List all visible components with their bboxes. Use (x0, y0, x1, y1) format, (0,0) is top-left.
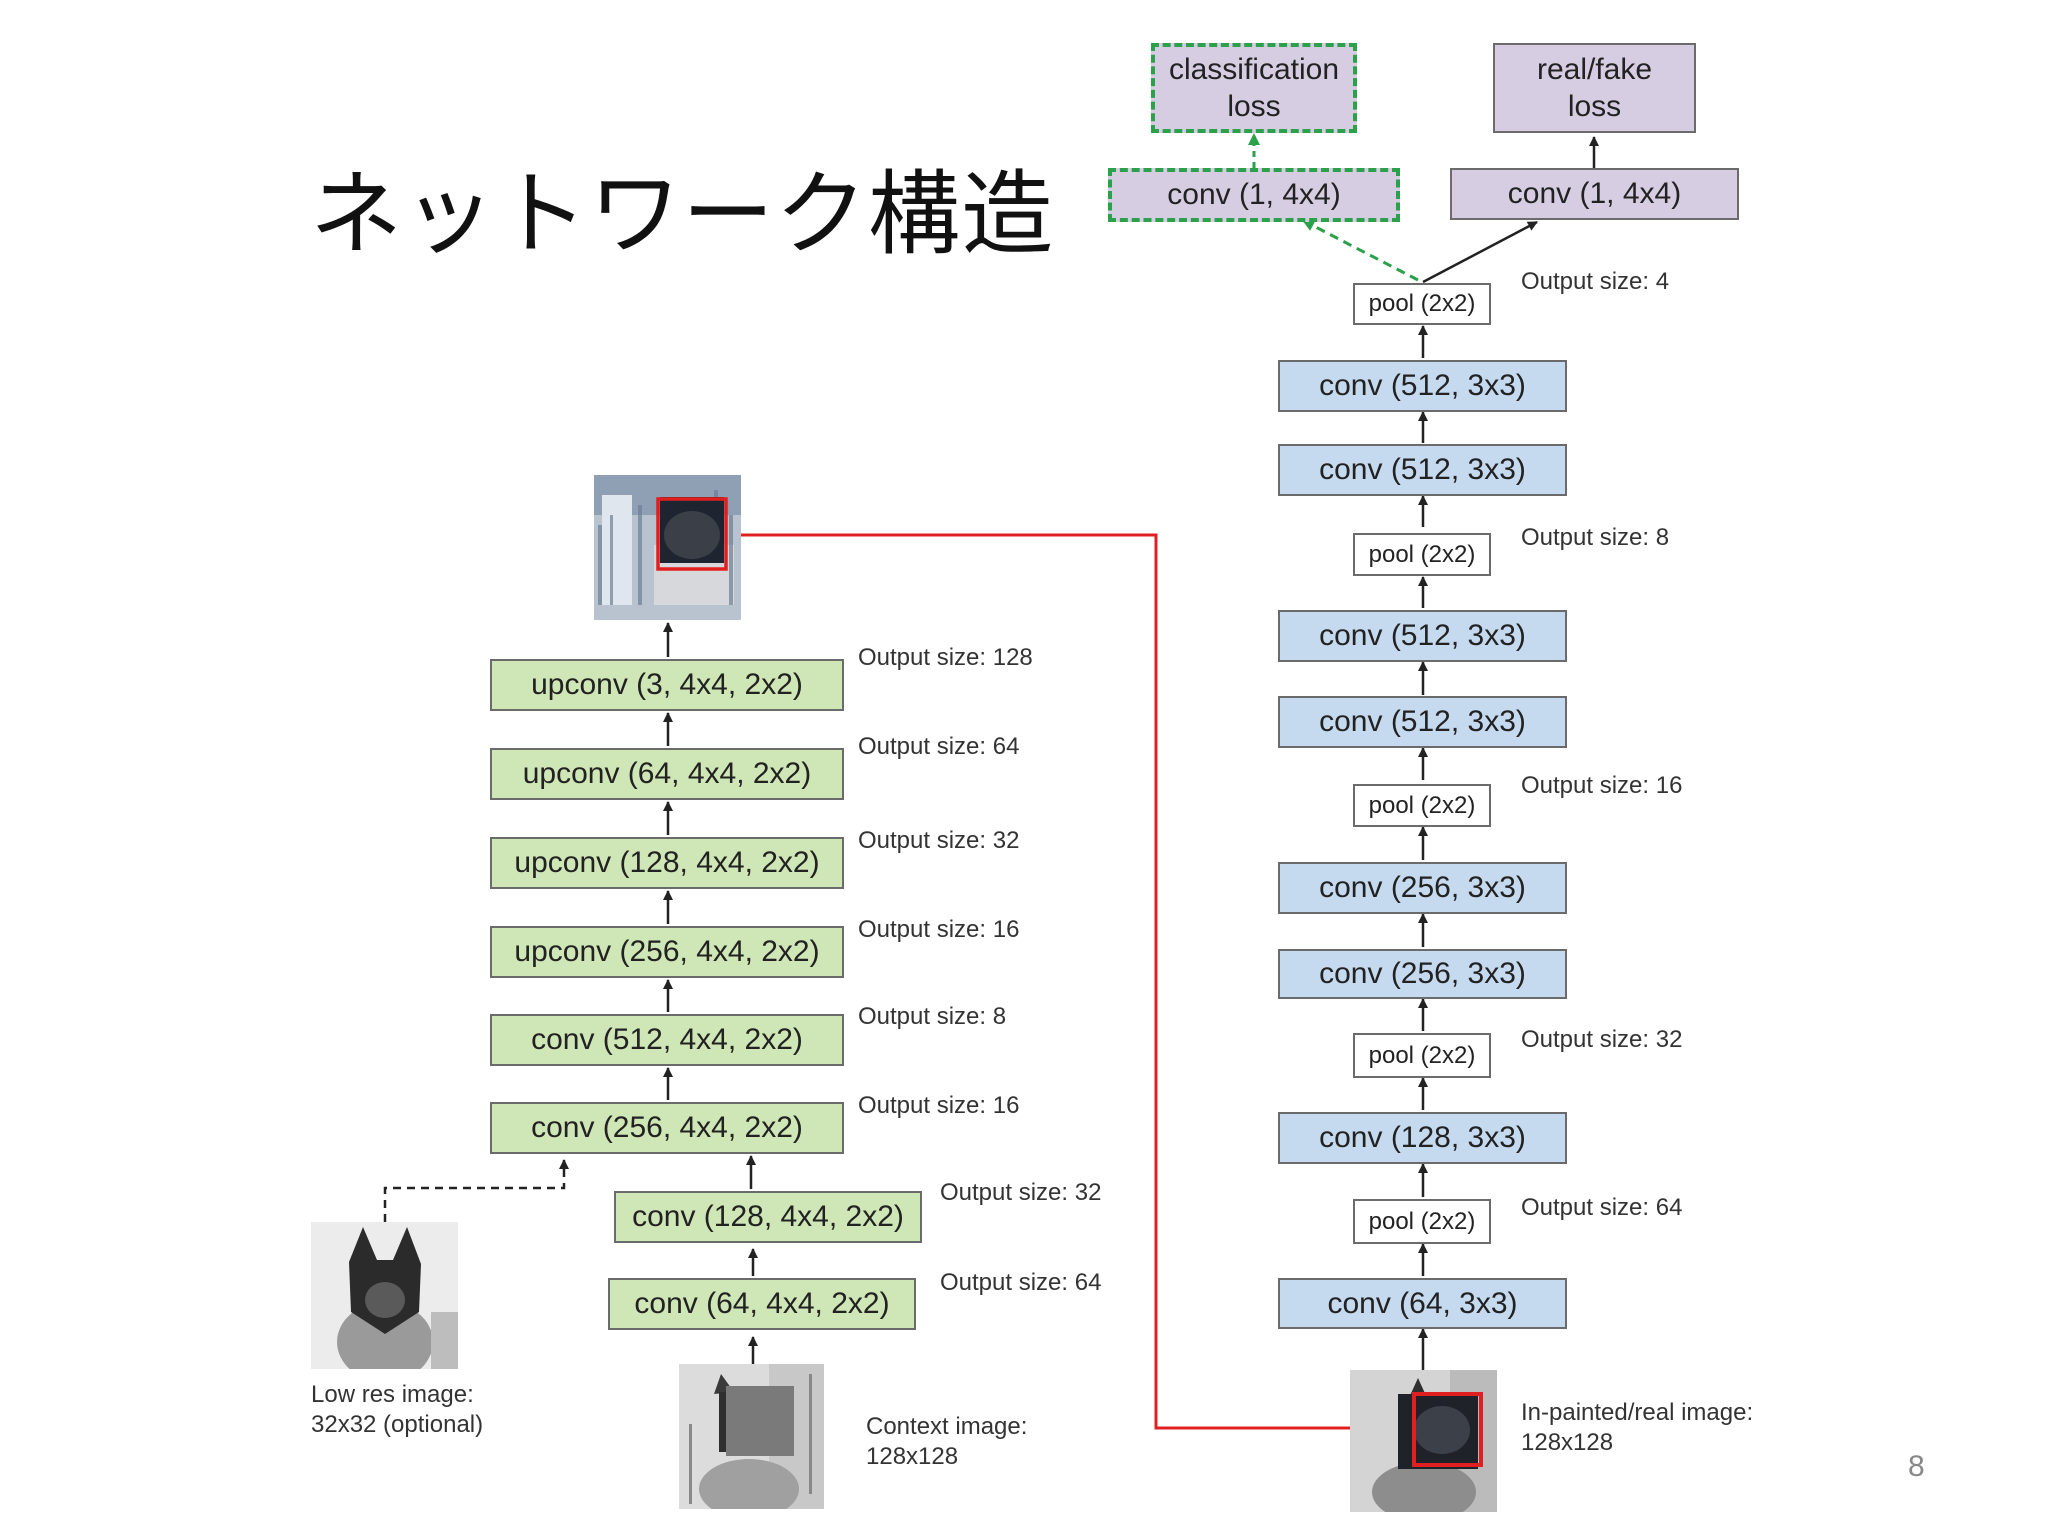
generator-layer-upconv-64: upconv (64, 4x4, 2x2) (490, 748, 844, 800)
discriminator-output-size-label: Output size: 4 (1521, 268, 1670, 295)
generator-layer-conv-128: conv (128, 4x4, 2x2) (614, 1191, 922, 1243)
masked-dog-image-icon (679, 1364, 824, 1509)
low-res-dog-image-icon (311, 1222, 458, 1369)
discriminator-output-size-label: Output size: 64 (1521, 1194, 1683, 1221)
classification-conv-box: conv (1, 4x4) (1108, 168, 1400, 222)
inpainted-image-caption: In-painted/real image: 128x128 (1521, 1398, 1753, 1458)
generated-dog-image-icon (594, 475, 741, 620)
discriminator-conv-512: conv (512, 3x3) (1278, 696, 1567, 748)
generator-layer-conv-512: conv (512, 4x4, 2x2) (490, 1014, 844, 1066)
generator-layer-upconv-128: upconv (128, 4x4, 2x2) (490, 837, 844, 889)
context-image-caption: Context image: 128x128 (866, 1412, 1027, 1472)
caption-line: In-painted/real image: (1521, 1399, 1754, 1426)
generator-output-size-label: Output size: 32 (940, 1179, 1102, 1206)
generator-layer-conv-64: conv (64, 4x4, 2x2) (608, 1278, 916, 1330)
classification-loss-box: classification loss (1151, 43, 1357, 133)
discriminator-conv-512: conv (512, 3x3) (1278, 610, 1567, 662)
discriminator-arrows (1418, 136, 1599, 1370)
caption-line: 128x128 (866, 1443, 959, 1470)
generator-layer-conv-256: conv (256, 4x4, 2x2) (490, 1102, 844, 1154)
generator-output-size-label: Output size: 32 (858, 827, 1020, 854)
classification-path-arrow (1302, 219, 1419, 282)
inpainted-dog-image-icon (1350, 1370, 1497, 1512)
slide-title: ネットワーク構造 (310, 161, 1055, 268)
generator-arrows (663, 622, 758, 1364)
inpainted-image (1350, 1370, 1497, 1512)
realfake-conv-box: conv (1, 4x4) (1450, 168, 1739, 220)
discriminator-conv-64: conv (64, 3x3) (1278, 1278, 1567, 1329)
discriminator-output-size-label: Output size: 16 (1521, 772, 1683, 799)
low-res-image-caption: Low res image: 32x32 (optional) (311, 1380, 483, 1440)
discriminator-conv-256: conv (256, 3x3) (1278, 862, 1567, 914)
generator-output-size-label: Output size: 64 (858, 733, 1020, 760)
discriminator-pool: pool (2x2) (1353, 1199, 1491, 1244)
discriminator-output-size-label: Output size: 8 (1521, 524, 1670, 551)
discriminator-output-size-label: Output size: 32 (1521, 1026, 1683, 1053)
generated-output-image (594, 475, 741, 620)
discriminator-conv-512: conv (512, 3x3) (1278, 360, 1567, 412)
crop-link-arrow (735, 533, 1412, 1435)
caption-line: Context image: (866, 1413, 1028, 1440)
context-image (679, 1364, 824, 1509)
discriminator-conv-512: conv (512, 3x3) (1278, 444, 1567, 496)
generator-output-size-label: Output size: 8 (858, 1003, 1007, 1030)
discriminator-conv-128: conv (128, 3x3) (1278, 1112, 1567, 1164)
discriminator-pool: pool (2x2) (1353, 283, 1491, 325)
realfake-loss-box: real/fake loss (1493, 43, 1696, 133)
generator-layer-upconv-256: upconv (256, 4x4, 2x2) (490, 926, 844, 978)
page-number: 8 (1908, 1450, 1925, 1483)
generator-output-size-label: Output size: 128 (858, 644, 1033, 671)
discriminator-pool: pool (2x2) (1353, 784, 1491, 827)
generator-output-size-label: Output size: 64 (940, 1269, 1102, 1296)
caption-line: Low res image: (311, 1381, 474, 1408)
discriminator-pool: pool (2x2) (1353, 533, 1491, 576)
discriminator-conv-256: conv (256, 3x3) (1278, 949, 1567, 999)
generator-layer-upconv-3: upconv (3, 4x4, 2x2) (490, 659, 844, 711)
discriminator-pool: pool (2x2) (1353, 1033, 1491, 1078)
caption-line: 32x32 (optional) (311, 1411, 484, 1438)
low-res-image (311, 1222, 458, 1369)
generator-output-size-label: Output size: 16 (858, 916, 1020, 943)
low-res-dashed-connector (383, 1159, 569, 1222)
generator-output-size-label: Output size: 16 (858, 1092, 1020, 1119)
caption-line: 128x128 (1521, 1429, 1614, 1456)
